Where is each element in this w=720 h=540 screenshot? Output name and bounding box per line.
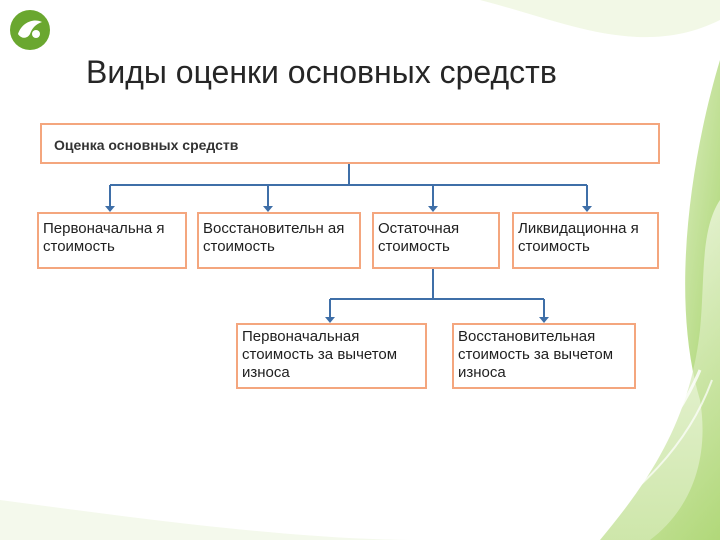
- logo-icon: [10, 10, 50, 50]
- root-node-box: Оценка основных средств: [40, 123, 660, 164]
- node-initial-cost-net-of-depreciation: Первоначальная стоимость за вычетом изно…: [236, 323, 427, 389]
- node-replacement-cost: Восстановительн ая стоимость: [197, 212, 361, 269]
- node-residual-cost: Остаточная стоимость: [372, 212, 500, 269]
- page-title: Виды оценки основных средств: [86, 54, 557, 90]
- node-initial-cost: Первоначальна я стоимость: [37, 212, 187, 269]
- node-liquidation-cost: Ликвидационна я стоимость: [512, 212, 659, 269]
- node-replacement-cost-net-of-depreciation: Восстановительная стоимость за вычетом и…: [452, 323, 636, 389]
